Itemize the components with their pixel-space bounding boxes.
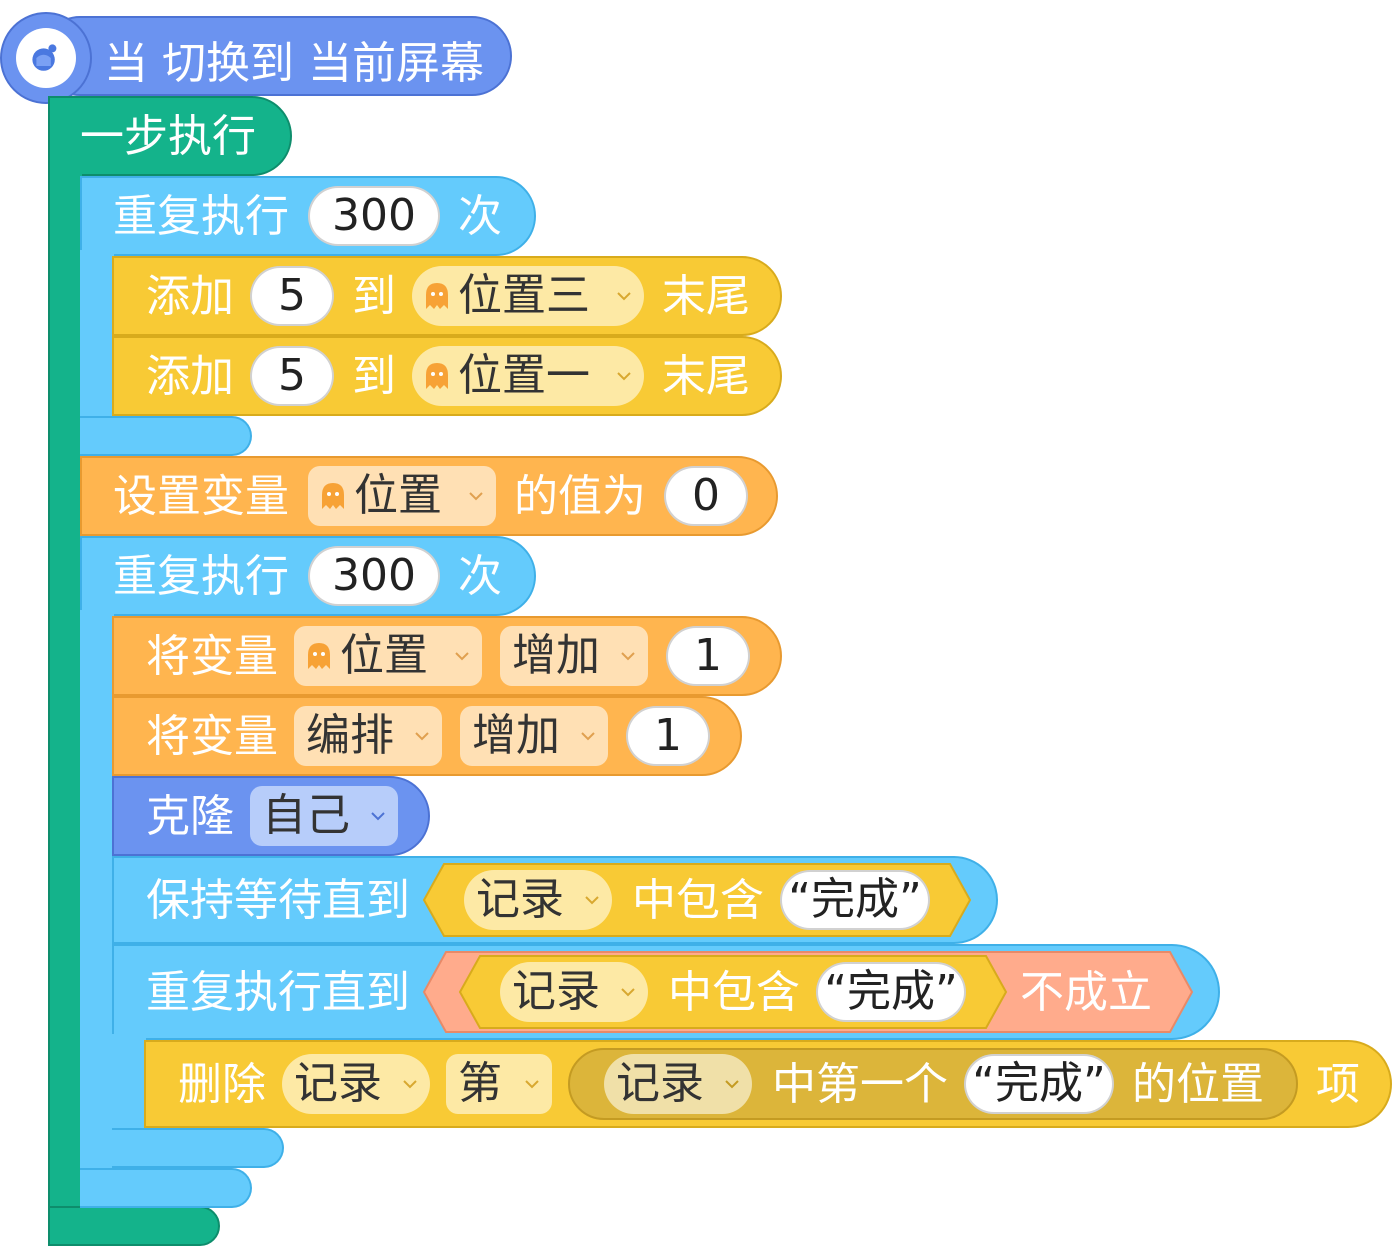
chevron-down-icon	[415, 732, 429, 741]
index-of-suffix: 的位置	[1132, 1059, 1264, 1110]
hat-icon-circle	[0, 12, 92, 104]
repeat-2-prefix: 重复执行	[113, 551, 289, 602]
chevron-down-icon	[581, 732, 595, 741]
change2-prefix: 将变量	[146, 711, 278, 762]
chevron-down-icon	[621, 988, 635, 997]
step-execute-foot	[48, 1206, 220, 1246]
ghost-icon	[308, 643, 330, 669]
setvar-mid: 的值为	[514, 471, 646, 522]
delete-list-label: 记录	[294, 1058, 382, 1109]
waituntil-mid: 中包含	[632, 875, 764, 926]
chevron-down-icon	[371, 812, 385, 821]
clone-target-dropdown[interactable]: 自己	[250, 786, 398, 846]
index-of-list-dropdown[interactable]: 记录	[604, 1054, 752, 1114]
repeat-1-suffix: 次	[458, 191, 502, 242]
chevron-down-icon	[585, 896, 599, 905]
add1-suffix: 末尾	[662, 271, 750, 322]
add2-list-dropdown[interactable]: 位置一	[412, 346, 644, 406]
clone-target-label: 自己	[262, 790, 350, 841]
change2-op-dropdown[interactable]: 增加	[460, 706, 608, 766]
chevron-down-icon	[469, 492, 483, 501]
chevron-down-icon	[617, 292, 631, 301]
delete-nth-label: 第	[458, 1058, 502, 1109]
repeatuntil-list-label: 记录	[512, 966, 600, 1017]
repeat-1-foot	[80, 416, 252, 456]
delete-suffix: 项	[1316, 1059, 1360, 1110]
waituntil-value-input[interactable]: “完成”	[780, 870, 930, 930]
change2-value-input[interactable]: 1	[626, 706, 710, 766]
hat-label: 当 切换到 当前屏幕	[104, 38, 484, 89]
add1-value-input[interactable]: 5	[250, 266, 334, 326]
repeat-2-arm	[80, 610, 114, 1170]
ghost-icon	[322, 483, 344, 509]
when-screen-switched-hat-block[interactable]: 当 切换到 当前屏幕	[0, 12, 512, 104]
add1-list-dropdown[interactable]: 位置三	[412, 266, 644, 326]
repeatuntil-list-dropdown[interactable]: 记录	[500, 962, 648, 1022]
repeat-2-suffix: 次	[458, 551, 502, 602]
delete-nth-dropdown[interactable]: 第	[446, 1054, 552, 1114]
delete-prefix: 删除	[178, 1059, 266, 1110]
repeat-2-foot	[80, 1168, 252, 1208]
clone-prefix: 克隆	[146, 791, 234, 842]
repeat-block-1[interactable]	[80, 176, 536, 256]
chevron-down-icon	[617, 372, 631, 381]
change2-variable-dropdown[interactable]: 编排	[294, 706, 442, 766]
setvar-prefix: 设置变量	[113, 471, 289, 522]
add2-suffix: 末尾	[662, 351, 750, 402]
chevron-down-icon	[455, 652, 469, 661]
step-execute-label: 一步执行	[80, 111, 256, 162]
repeatuntil-value-input[interactable]: “完成”	[816, 962, 966, 1022]
repeat-1-arm	[80, 250, 114, 420]
add2-list-label: 位置一	[458, 350, 590, 401]
repeat-2-count-input[interactable]: 300	[308, 546, 440, 606]
change1-variable-label: 位置	[340, 630, 428, 681]
delete-list-dropdown[interactable]: 记录	[282, 1054, 430, 1114]
change1-prefix: 将变量	[146, 631, 278, 682]
index-of-mid: 中第一个	[772, 1059, 948, 1110]
setvar-variable-label: 位置	[354, 470, 442, 521]
waituntil-prefix: 保持等待直到	[146, 875, 410, 926]
add1-to: 到	[352, 271, 396, 322]
repeat-until-foot	[112, 1128, 284, 1168]
chevron-down-icon	[403, 1080, 417, 1089]
change1-variable-dropdown[interactable]: 位置	[294, 626, 482, 686]
add1-list-label: 位置三	[458, 270, 590, 321]
add1-prefix: 添加	[146, 271, 234, 322]
waituntil-list-dropdown[interactable]: 记录	[464, 870, 612, 930]
chevron-down-icon	[725, 1080, 739, 1089]
step-execute-block[interactable]	[48, 96, 292, 176]
change2-op-label: 增加	[472, 710, 560, 761]
add2-value-input[interactable]: 5	[250, 346, 334, 406]
setvar-variable-dropdown[interactable]: 位置	[308, 466, 496, 526]
setvar-value-input[interactable]: 0	[664, 466, 748, 526]
repeat-1-count-input[interactable]: 300	[308, 186, 440, 246]
change1-op-label: 增加	[512, 630, 600, 681]
change2-variable-label: 编排	[306, 710, 394, 761]
waituntil-list-label: 记录	[476, 874, 564, 925]
broadcast-globe-icon	[32, 44, 57, 71]
change1-value-input[interactable]: 1	[666, 626, 750, 686]
repeatuntil-prefix: 重复执行直到	[146, 967, 410, 1018]
repeatuntil-suffix: 不成立	[1020, 967, 1152, 1018]
chevron-down-icon	[621, 652, 635, 661]
ghost-icon	[426, 363, 448, 389]
chevron-down-icon	[525, 1080, 539, 1089]
change1-op-dropdown[interactable]: 增加	[500, 626, 648, 686]
ghost-icon	[426, 283, 448, 309]
index-of-value-input[interactable]: “完成”	[964, 1054, 1114, 1114]
add2-prefix: 添加	[146, 351, 234, 402]
repeatuntil-mid: 中包含	[668, 967, 800, 1018]
repeat-until-arm	[112, 1034, 146, 1134]
repeat-1-prefix: 重复执行	[113, 191, 289, 242]
index-of-list-label: 记录	[616, 1058, 704, 1109]
add2-to: 到	[352, 351, 396, 402]
step-execute-arm	[48, 150, 82, 1210]
